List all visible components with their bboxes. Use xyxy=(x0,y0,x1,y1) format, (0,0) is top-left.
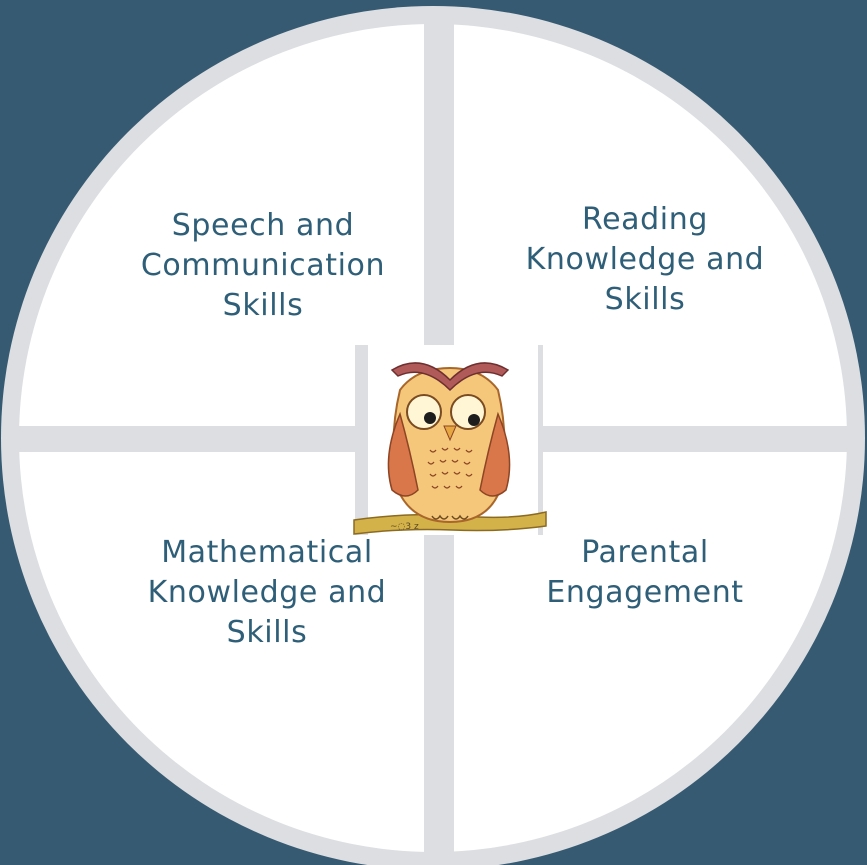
owl-eye-left xyxy=(406,394,442,430)
owl-chest-pattern xyxy=(427,447,473,489)
owl-body xyxy=(392,366,506,524)
owl-beak xyxy=(443,425,457,442)
owl-wing-right xyxy=(479,411,511,497)
label-reading-knowledge: Reading Knowledge and Skills xyxy=(525,202,765,317)
label-speech-communication: Speech and Communication Skills xyxy=(140,208,386,323)
owl-pupil-right xyxy=(468,414,480,426)
label-mathematical-knowledge: Mathematical Knowledge and Skills xyxy=(147,535,387,650)
owl-illustration: ~◌3 z xyxy=(352,340,548,540)
owl-brow xyxy=(390,362,510,392)
branch-marks: ~◌3 z xyxy=(390,522,419,532)
owl-wing-left xyxy=(387,411,419,497)
label-parental-engagement: Parental Engagement xyxy=(546,535,744,610)
owl-pupil-left xyxy=(424,412,436,424)
owl-feet xyxy=(431,514,469,520)
owl-eye-right xyxy=(450,394,486,430)
